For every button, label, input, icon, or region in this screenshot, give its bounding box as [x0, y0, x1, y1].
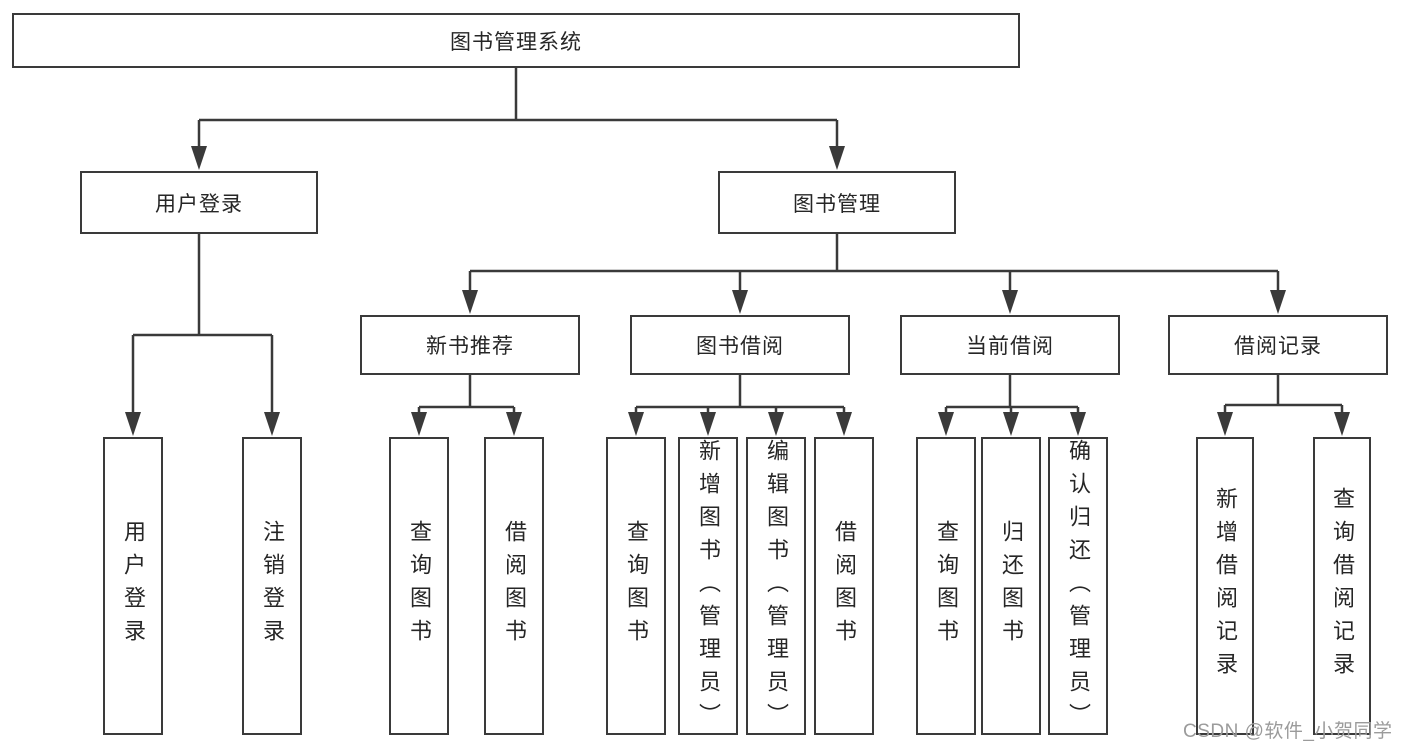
node-label: 查询图书	[407, 520, 432, 652]
node-label: 借阅记录	[1234, 335, 1322, 358]
node-label: 借阅图书	[502, 520, 527, 652]
leaf-query-borrow-record: 查询借阅记录	[1313, 437, 1371, 735]
leaf-logout: 注销登录	[242, 437, 302, 735]
leaf-query-books-borrow: 查询图书	[606, 437, 666, 735]
node-label: 编辑图书（管理员）	[764, 439, 789, 736]
node-label: 新增图书（管理员）	[696, 439, 721, 736]
leaf-return-books: 归还图书	[981, 437, 1041, 735]
node-label: 确认归还（管理员）	[1066, 439, 1091, 736]
node-label: 查询借阅记录	[1330, 487, 1355, 685]
leaf-query-books-current: 查询图书	[916, 437, 976, 735]
node-label: 图书管理系统	[450, 30, 582, 54]
node-label: 用户登录	[155, 192, 243, 216]
leaf-query-books-recommend: 查询图书	[389, 437, 449, 735]
node-label: 借阅图书	[832, 520, 857, 652]
node-label: 归还图书	[999, 520, 1024, 652]
leaf-add-books-admin: 新增图书（管理员）	[678, 437, 738, 736]
leaf-add-borrow-record: 新增借阅记录	[1196, 437, 1254, 735]
leaf-borrow-books-recommend: 借阅图书	[484, 437, 544, 735]
node-user-login: 用户登录	[80, 171, 318, 234]
leaf-user-login: 用户登录	[103, 437, 163, 735]
watermark-text: CSDN @软件_小贺同学	[1183, 721, 1393, 742]
node-label: 注销登录	[260, 520, 285, 652]
node-label: 图书管理	[793, 192, 881, 216]
node-label: 查询图书	[624, 520, 649, 652]
node-label: 用户登录	[121, 520, 146, 652]
node-label: 查询图书	[934, 520, 959, 652]
leaf-borrow-books: 借阅图书	[814, 437, 874, 735]
node-label: 当前借阅	[966, 335, 1054, 358]
node-borrowing-records: 借阅记录	[1168, 315, 1388, 375]
node-label: 新书推荐	[426, 335, 514, 358]
node-label: 新增借阅记录	[1213, 487, 1238, 685]
node-label: 图书借阅	[696, 335, 784, 358]
node-book-borrowing: 图书借阅	[630, 315, 850, 375]
node-library-system: 图书管理系统	[12, 13, 1020, 68]
node-current-borrowing: 当前借阅	[900, 315, 1120, 375]
leaf-confirm-return-admin: 确认归还（管理员）	[1048, 437, 1108, 736]
node-new-book-recommend: 新书推荐	[360, 315, 580, 375]
node-book-management: 图书管理	[718, 171, 956, 234]
leaf-edit-books-admin: 编辑图书（管理员）	[746, 437, 806, 736]
